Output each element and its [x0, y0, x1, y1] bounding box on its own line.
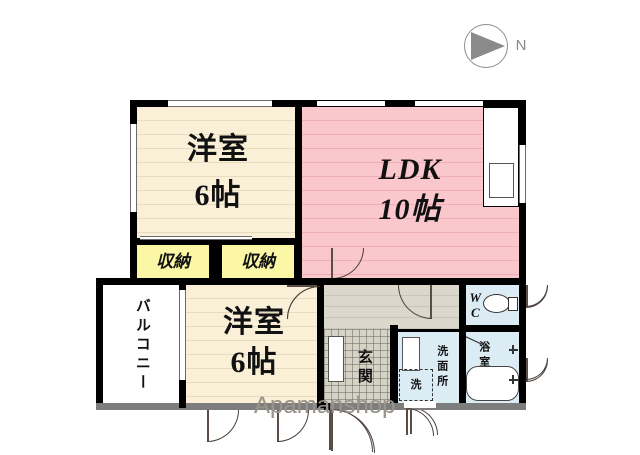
genkan-door-leaf-2[interactable]: [331, 409, 333, 451]
room-bedroom-top: [137, 107, 295, 238]
wall-washroom-left-2: [390, 325, 398, 403]
kitchen-sink-icon: [489, 163, 514, 198]
washroom-door-opening[interactable]: [404, 401, 436, 408]
wall-corner-upper-left-join: [96, 278, 326, 285]
bathtub-icon-2: [466, 366, 519, 401]
toilet-tank-icon-2: [508, 297, 518, 311]
genkan-door-swing-icon-2: [331, 409, 375, 453]
shoe-cabinet-icon-2: [328, 336, 344, 382]
wall-toilet-bottom: [459, 325, 526, 332]
toilet-door-leaf-2[interactable]: [526, 285, 528, 306]
window-bedroom-top[interactable]: [168, 100, 272, 107]
exterior-door-leaf-left[interactable]: [207, 410, 209, 441]
window-bedroom-left[interactable]: [130, 124, 137, 212]
exterior-wall-bottom-black: [324, 403, 330, 410]
wall-toilet-left: [459, 278, 466, 326]
hall-door-leaf[interactable]: [430, 285, 432, 318]
window-ldk-top-right[interactable]: [415, 100, 483, 107]
toilet-bowl-icon-2: [483, 294, 510, 313]
bath-faucet-b-stem-icon: [512, 375, 514, 384]
north-arrow-icon: [471, 32, 505, 60]
wall-bath-right-2: [519, 325, 526, 403]
window-ldk-right[interactable]: [519, 145, 526, 203]
exterior-door-leaf-mid[interactable]: [277, 410, 279, 441]
room-closet-right: [222, 245, 294, 278]
bath-leader-line-2: [461, 334, 492, 349]
bath-door-swing-icon-2: [526, 358, 548, 380]
room-hall-fill: [324, 285, 459, 329]
exterior-wall-bottom: [186, 403, 526, 410]
exterior-door-swing-left-icon: [207, 410, 239, 442]
washroom-door-swing-icon-2: [406, 408, 434, 436]
bedroom-bottom-door-leaf[interactable]: [287, 285, 319, 287]
exterior-wall-left-lower: [96, 278, 103, 408]
genkan-door-leaf[interactable]: [329, 408, 331, 450]
washroom-door-leaf-2[interactable]: [406, 408, 408, 435]
window-ldk-top-left[interactable]: [317, 100, 385, 107]
washer-slot-2: [399, 369, 433, 401]
wall-toilet-right-2: [519, 278, 526, 326]
balcony-sliding-door[interactable]: [179, 290, 186, 380]
wall-washroom-bath-2: [459, 325, 466, 403]
bath-door-leaf-2[interactable]: [526, 358, 528, 379]
balcony-rail-bottom: [96, 403, 186, 410]
closet-door-top[interactable]: [140, 236, 252, 240]
bath-faucet-a-stem-icon: [512, 345, 514, 354]
toilet-door-swing-icon-2: [526, 285, 548, 307]
wall-ldk-bottom: [302, 278, 526, 285]
wall-genkan-left: [317, 278, 324, 408]
compass-north-label: N: [515, 37, 527, 55]
exterior-door-swing-mid-icon: [277, 410, 309, 442]
vanity-mirror-icon-2: [402, 337, 420, 371]
room-balcony: [103, 285, 179, 405]
interior-wall-bedroom-ldk: [295, 100, 302, 278]
room-closet-left: [137, 245, 209, 278]
